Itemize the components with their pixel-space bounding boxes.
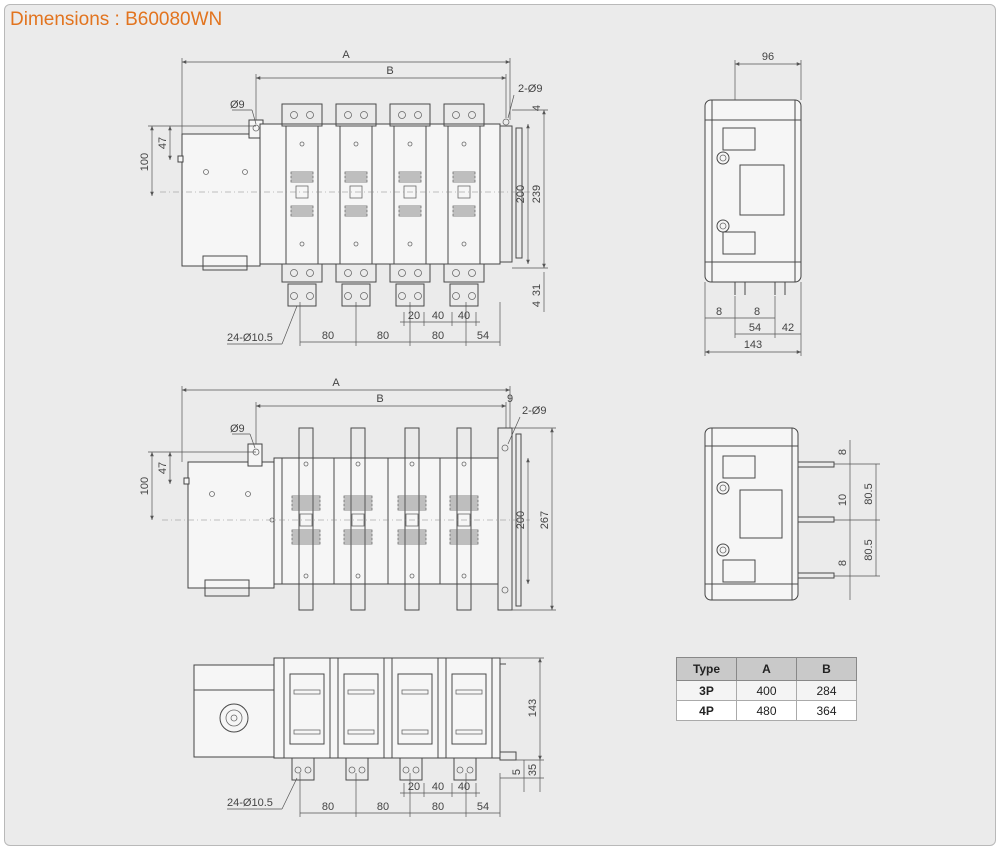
dim-a-label-2: A	[332, 377, 340, 389]
dim-b-label: B	[386, 65, 393, 77]
dim-bottom-label: 54	[477, 801, 489, 813]
dim-10-label: 10	[837, 494, 849, 506]
header-type: Type	[676, 657, 737, 681]
pole-4	[443, 103, 485, 307]
middle-front-view: A B 9 2-Ø9 Ø9 100 47 200 267	[139, 377, 556, 611]
dim-805b-label: 80.5	[863, 539, 875, 560]
dim-sub-label: 20	[408, 310, 420, 322]
dim-31-label: 31	[531, 284, 543, 296]
pole-2	[335, 103, 377, 307]
motor-end	[193, 664, 275, 758]
bottom-view: 143 5 35 24-Ø10.5 80 80 80 54 20 40 40	[193, 657, 544, 817]
type-dimension-table: Type A B 3P 400 284 4P 480 364	[676, 657, 857, 721]
dim-bottom-label: 80	[322, 801, 334, 813]
table-header-row: Type A B	[676, 657, 857, 681]
dim-9-label: 9	[507, 393, 513, 405]
table-row: 4P 480 364	[676, 700, 857, 721]
pole-1	[281, 427, 321, 611]
dim-4b-label: 4	[531, 301, 543, 307]
pole-4	[439, 427, 479, 611]
dim-sub-label: 40	[458, 781, 470, 793]
dim-143-label-2: 143	[527, 699, 539, 717]
dim-96-label: 96	[762, 51, 774, 63]
table-row: 3P 400 284	[676, 680, 857, 701]
dim-b-label-2: B	[376, 393, 383, 405]
dim-42-label: 42	[782, 322, 794, 334]
dim-47-label: 47	[157, 137, 169, 149]
switch-body-2	[273, 457, 499, 585]
dim-bottom-label: 80	[432, 330, 444, 342]
switch-body	[259, 123, 501, 265]
hole-d9-label: Ø9	[230, 99, 245, 111]
cell-b: 364	[796, 700, 857, 721]
cell-a: 480	[736, 700, 797, 721]
middle-side-view: 8 10 80.5 8 80.5	[704, 427, 880, 601]
dim-100-label-2: 100	[139, 477, 151, 495]
dim-4a-label: 4	[531, 105, 543, 111]
pole-1	[281, 103, 323, 307]
holes-2x9-label: 2-Ø9	[518, 83, 542, 95]
top-front-view: A B Ø9 2-Ø9 100 47 200 239 4 31 4 24-Ø10…	[139, 49, 548, 346]
dim-sub-label: 40	[432, 781, 444, 793]
pole-3	[389, 103, 431, 307]
dim-35-label: 35	[527, 764, 539, 776]
dim-sub-label: 40	[458, 310, 470, 322]
dim-100-label: 100	[139, 153, 151, 171]
dim-200-label: 200	[515, 185, 527, 203]
handle-slot	[202, 255, 248, 271]
dim-bottom-label: 54	[477, 330, 489, 342]
dim-bottom-label: 80	[377, 330, 389, 342]
pole-4	[445, 657, 493, 781]
header-b: B	[796, 657, 857, 681]
pole-2	[333, 427, 373, 611]
dim-8a-label: 8	[716, 306, 722, 318]
pole-3	[391, 657, 439, 781]
dim-bottom-label: 80	[322, 330, 334, 342]
side-body-2	[704, 427, 799, 601]
cell-b: 284	[796, 680, 857, 701]
dim-200-label-2: 200	[515, 511, 527, 529]
switch-end	[273, 657, 501, 759]
dim-8b-label: 8	[754, 306, 760, 318]
dim-sub-label: 20	[408, 781, 420, 793]
side-body	[704, 99, 802, 283]
dim-8b-label-2: 8	[837, 560, 849, 566]
cell-a: 400	[736, 680, 797, 701]
dim-a-label: A	[342, 49, 350, 61]
dim-5-label: 5	[511, 769, 523, 775]
dim-239-label: 239	[531, 185, 543, 203]
pole-3	[387, 427, 427, 611]
dim-bottom-label: 80	[432, 801, 444, 813]
header-a: A	[736, 657, 797, 681]
dim-sub-label: 40	[432, 310, 444, 322]
pole-2	[337, 657, 385, 781]
cell-type: 4P	[676, 700, 737, 721]
dim-8a-label-2: 8	[837, 449, 849, 455]
top-side-view: 96 8 8 54 42 143	[704, 51, 802, 356]
holes-2x9-label-2: 2-Ø9	[522, 405, 546, 417]
dim-267-label: 267	[539, 511, 551, 529]
motor-housing-2	[187, 461, 275, 589]
holes-24-label: 24-Ø10.5	[227, 332, 273, 344]
dim-54-label: 54	[749, 322, 761, 334]
hole-d9-label-2: Ø9	[230, 423, 245, 435]
page-title: Dimensions : B60080WN	[10, 9, 223, 30]
cell-type: 3P	[676, 680, 737, 701]
motor-housing	[181, 133, 261, 267]
pole-1	[283, 657, 331, 781]
holes-24-label-2: 24-Ø10.5	[227, 797, 273, 809]
dim-bottom-label: 80	[377, 801, 389, 813]
dim-805a-label: 80.5	[863, 483, 875, 504]
dim-143-label: 143	[744, 339, 762, 351]
dim-47-label-2: 47	[157, 462, 169, 474]
